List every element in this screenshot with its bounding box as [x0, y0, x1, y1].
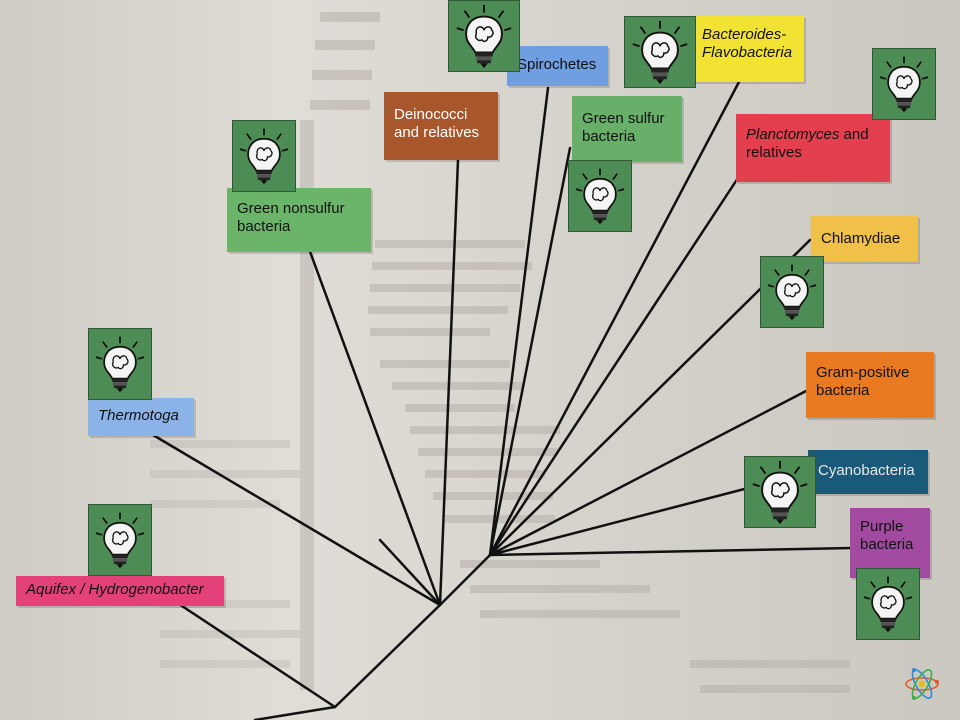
label-aquifex-text: Aquifex / Hydrogenobacter — [26, 581, 204, 598]
label-cyanobacteria-text: Cyanobacteria — [818, 462, 915, 479]
lightbulb-brain-icon — [624, 16, 696, 88]
label-gram-positive-text: Gram-positive bacteria — [816, 364, 910, 399]
lightbulb-brain-icon — [232, 120, 296, 192]
label-bacteroides-text: Bacteroides-Flavobacteria — [702, 26, 793, 61]
label-spirochetes-text: Spirochetes — [517, 56, 597, 73]
lightbulb-brain-icon — [88, 504, 152, 576]
label-planctomyces-italic: Planctomyces — [746, 126, 840, 143]
label-thermotoga: Thermotoga — [88, 398, 194, 436]
branch-green-nonsulfur — [303, 236, 442, 607]
branch-planctomyces — [488, 176, 740, 557]
lightbulb-brain-icon — [448, 0, 520, 72]
branch-spirochetes — [488, 86, 550, 557]
label-chlamydiae: Chlamydiae — [811, 216, 918, 262]
lightbulb-brain-icon — [760, 256, 824, 328]
branch-to-node — [438, 553, 492, 607]
atom-icon — [905, 668, 939, 700]
lightbulb-brain-icon — [856, 568, 920, 640]
label-green-sulfur: Green sulfur bacteria — [572, 96, 682, 162]
label-green-nonsulfur-text: Green nonsulfur bacteria — [237, 200, 345, 235]
tree-root — [253, 705, 337, 720]
label-thermotoga-text: Thermotoga — [98, 407, 179, 424]
label-cyanobacteria: Cyanobacteria — [808, 450, 928, 494]
branch-purple — [488, 546, 854, 557]
label-green-nonsulfur: Green nonsulfur bacteria — [227, 188, 371, 252]
label-chlamydiae-text: Chlamydiae — [821, 230, 901, 247]
label-spirochetes: Spirochetes — [507, 46, 608, 86]
label-purple: Purple bacteria — [850, 508, 930, 578]
label-bacteroides: Bacteroides-Flavobacteria — [692, 16, 804, 82]
label-deinococci-text: Deinococci and relatives — [394, 106, 480, 141]
lightbulb-brain-icon — [744, 456, 816, 528]
branch-bacteroides — [488, 78, 742, 557]
branch-chlamydiae — [488, 238, 812, 557]
label-planctomyces-rest: and relatives — [746, 126, 869, 161]
branch-trunk — [333, 603, 442, 709]
lightbulb-brain-icon — [872, 48, 936, 120]
branch-thermotoga — [146, 430, 442, 607]
label-green-sulfur-text: Green sulfur bacteria — [582, 110, 665, 145]
branch-deinococci — [378, 538, 442, 607]
lightbulb-brain-icon — [88, 328, 152, 400]
branch-green-sulfur — [488, 146, 572, 557]
label-purple-text: Purple bacteria — [860, 518, 914, 553]
lightbulb-brain-icon — [568, 160, 632, 232]
label-gram-positive: Gram-positive bacteria — [806, 352, 934, 418]
label-deinococci: Deinococci and relatives — [384, 92, 498, 160]
branch-deinococci-line — [438, 158, 460, 607]
label-aquifex: Aquifex / Hydrogenobacter — [16, 576, 224, 606]
label-planctomyces: Planctomyces and relatives — [736, 114, 890, 182]
branch-gram-positive — [488, 388, 810, 557]
